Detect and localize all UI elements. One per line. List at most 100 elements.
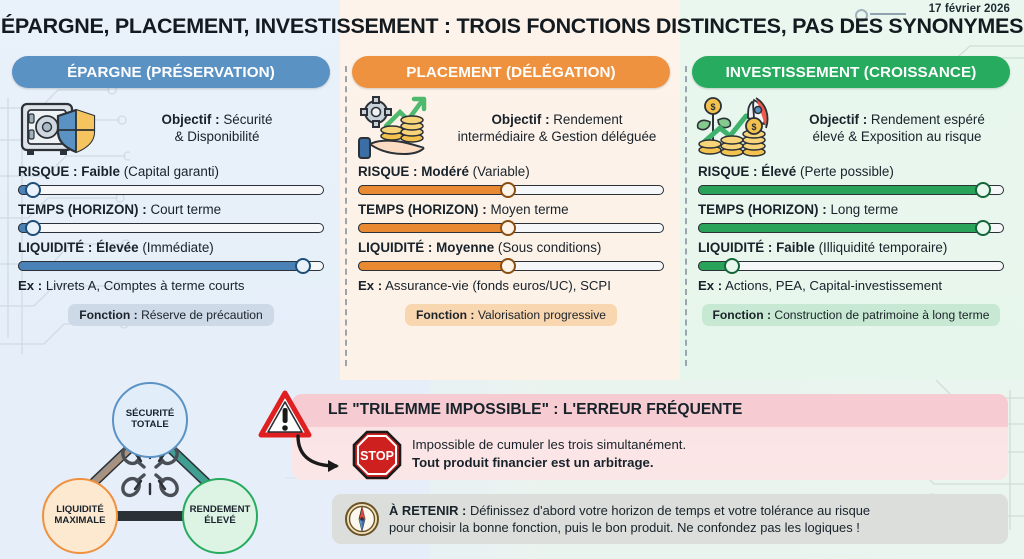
fonction-wrap-placement: Fonction : Valorisation progressive bbox=[352, 304, 670, 326]
metric-name: TEMPS (HORIZON) : bbox=[698, 202, 827, 217]
slider-track bbox=[698, 261, 1004, 271]
example-epargne: Ex : Livrets A, Comptes à terme courts bbox=[12, 278, 330, 293]
metric-name: LIQUIDITÉ : bbox=[18, 240, 93, 255]
slider-knob[interactable] bbox=[974, 220, 991, 236]
objective-value: Rendement bbox=[553, 112, 623, 128]
metric-note: (Variable) bbox=[472, 164, 530, 179]
slider-liquidite-investissement[interactable] bbox=[698, 258, 1004, 274]
slider-temps-investissement[interactable] bbox=[698, 220, 1004, 236]
slider-liquidite-placement[interactable] bbox=[358, 258, 664, 274]
plant-rocket-coins-icon: $ bbox=[696, 97, 769, 157]
fonction-label: Fonction : bbox=[79, 308, 138, 322]
node-line-1: SÉCURITÉ bbox=[125, 408, 175, 420]
slider-liquidite-epargne[interactable] bbox=[18, 258, 324, 274]
metric-label-liquidite: LIQUIDITÉ : Élevée (Immédiate) bbox=[18, 240, 324, 255]
node-line-2: MAXIMALE bbox=[54, 515, 106, 526]
slider-fill bbox=[358, 185, 508, 195]
metric-value: Élevé bbox=[761, 164, 797, 179]
slider-knob[interactable] bbox=[499, 182, 516, 198]
metric-note: (Illiquidité temporaire) bbox=[818, 240, 948, 255]
metric-note: (Perte possible) bbox=[800, 164, 894, 179]
example-investissement: Ex : Actions, PEA, Capital-investissemen… bbox=[692, 278, 1010, 293]
trilemma-node-securite: SÉCURITÉ TOTALE bbox=[112, 382, 188, 458]
slider-knob[interactable] bbox=[294, 258, 311, 274]
slider-track bbox=[18, 185, 324, 195]
metric-value: Élevée bbox=[96, 240, 139, 255]
svg-text:$: $ bbox=[710, 102, 715, 112]
stop-sign-icon[interactable]: STOP bbox=[352, 430, 402, 480]
metric-label-temps: TEMPS (HORIZON) : Long terme bbox=[698, 202, 1004, 217]
metric-value: Faible bbox=[81, 164, 120, 179]
example-label: Ex : bbox=[18, 278, 43, 293]
slider-fill bbox=[698, 185, 983, 195]
trilemma-diagram: SÉCURITÉ TOTALE LIQUIDITÉ MAXIMALE RENDE… bbox=[38, 382, 270, 554]
metric-note: Long terme bbox=[830, 202, 899, 217]
node-line-1: LIQUIDITÉ bbox=[56, 504, 104, 516]
slider-fill bbox=[698, 223, 983, 233]
slider-knob[interactable] bbox=[974, 182, 991, 198]
metric-value: Modéré bbox=[421, 164, 469, 179]
retain-panel: À RETENIR : Définissez d'abord votre hor… bbox=[332, 494, 1008, 544]
metric-label-temps: TEMPS (HORIZON) : Moyen terme bbox=[358, 202, 664, 217]
example-placement: Ex : Assurance-vie (fonds euros/UC), SCP… bbox=[352, 278, 670, 293]
metric-name: TEMPS (HORIZON) : bbox=[18, 202, 147, 217]
retain-line-1: Définissez d'abord votre horizon de temp… bbox=[469, 502, 871, 518]
objective-label: Objectif : bbox=[809, 112, 868, 128]
metric-name: LIQUIDITÉ : bbox=[358, 240, 433, 255]
slider-knob[interactable] bbox=[723, 258, 740, 274]
retain-text: À RETENIR : Définissez d'abord votre hor… bbox=[389, 502, 870, 536]
fonction-badge-investissement: Fonction : Construction de patrimoine à … bbox=[701, 304, 1001, 326]
slider-risque-epargne[interactable] bbox=[18, 182, 324, 198]
alert-line-1: Impossible de cumuler les trois simultan… bbox=[412, 437, 687, 452]
column-epargne: ÉPARGNE (PRÉSERVATION) Objectif : Sécuri… bbox=[12, 56, 330, 326]
example-value: Livrets A, Comptes à terme courts bbox=[45, 278, 245, 293]
metric-note: Moyen terme bbox=[490, 202, 569, 217]
curved-arrow-icon bbox=[296, 434, 339, 472]
slider-knob[interactable] bbox=[25, 220, 42, 236]
objective-row-placement: Objectif : Rendement intermédiaire & Ges… bbox=[352, 96, 670, 162]
date-decoration-dot bbox=[855, 9, 868, 22]
slider-fill bbox=[358, 261, 508, 271]
slider-knob[interactable] bbox=[25, 182, 42, 198]
slider-fill bbox=[18, 261, 303, 271]
column-divider-2 bbox=[685, 66, 687, 366]
svg-text:$: $ bbox=[751, 122, 756, 132]
column-divider-1 bbox=[345, 66, 347, 366]
slider-track bbox=[18, 223, 324, 233]
column-placement: PLACEMENT (DÉLÉGATION) bbox=[352, 56, 670, 326]
metric-name: RISQUE : bbox=[698, 164, 758, 179]
column-investissement: INVESTISSEMENT (CROISSANCE) $ bbox=[692, 56, 1010, 326]
slider-risque-placement[interactable] bbox=[358, 182, 664, 198]
retain-line-2: pour choisir la bonne fonction, puis le … bbox=[389, 520, 860, 535]
fonction-value: Construction de patrimoine à long terme bbox=[774, 308, 990, 322]
slider-knob[interactable] bbox=[499, 220, 516, 236]
metric-label-risque: RISQUE : Faible (Capital garanti) bbox=[18, 164, 324, 179]
metric-label-risque: RISQUE : Élevé (Perte possible) bbox=[698, 164, 1004, 179]
metric-label-risque: RISQUE : Modéré (Variable) bbox=[358, 164, 664, 179]
slider-risque-investissement[interactable] bbox=[698, 182, 1004, 198]
metrics-investissement: RISQUE : Élevé (Perte possible) TEMPS (H… bbox=[692, 164, 1010, 274]
trilemma-node-rendement: RENDEMENT ÉLEVÉ bbox=[182, 478, 258, 554]
publication-date: 17 février 2026 bbox=[928, 3, 1010, 15]
metric-label-liquidite: LIQUIDITÉ : Moyenne (Sous conditions) bbox=[358, 240, 664, 255]
slider-temps-epargne[interactable] bbox=[18, 220, 324, 236]
safe-shield-icon bbox=[20, 102, 96, 155]
metric-note: Court terme bbox=[150, 202, 222, 217]
metric-label-temps: TEMPS (HORIZON) : Court terme bbox=[18, 202, 324, 217]
alert-panel-header bbox=[292, 394, 1008, 427]
page-title: ÉPARGNE, PLACEMENT, INVESTISSEMENT : TRO… bbox=[0, 14, 1024, 38]
slider-knob[interactable] bbox=[499, 258, 516, 274]
objective-value-2: & Disponibilité bbox=[174, 129, 260, 144]
fonction-badge-placement: Fonction : Valorisation progressive bbox=[405, 304, 617, 326]
metric-value: Faible bbox=[776, 240, 815, 255]
metric-note: (Sous conditions) bbox=[497, 240, 602, 255]
metric-label-liquidite: LIQUIDITÉ : Faible (Illiquidité temporai… bbox=[698, 240, 1004, 255]
slider-temps-placement[interactable] bbox=[358, 220, 664, 236]
slider-fill bbox=[358, 223, 508, 233]
stop-sign-text: STOP bbox=[360, 449, 394, 463]
objective-value-2: élevé & Exposition au risque bbox=[812, 129, 982, 144]
example-label: Ex : bbox=[358, 278, 383, 293]
objective-text-placement: Objectif : Rendement intermédiaire & Ges… bbox=[448, 112, 666, 146]
metric-note: (Immédiate) bbox=[142, 240, 214, 255]
